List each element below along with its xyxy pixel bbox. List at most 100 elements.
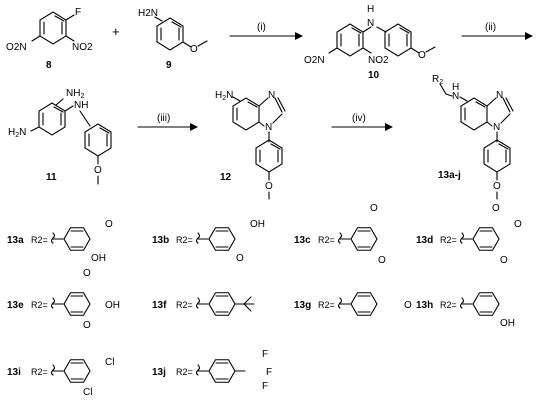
n-top-12: N — [268, 90, 275, 101]
substituent-group: O — [105, 219, 113, 230]
substituent-group: O — [500, 255, 508, 266]
substituent-code: 13c — [294, 235, 311, 246]
substituent-code: 13a — [7, 235, 24, 246]
compound-13-structure: R2 N H N N O — [432, 74, 514, 200]
benzene-ring — [208, 227, 236, 251]
reagent-iii: (iii) — [157, 113, 170, 124]
substituent-group: O — [404, 300, 412, 311]
n-ring-12: N — [265, 122, 272, 133]
h-amine-13: H — [452, 82, 459, 93]
reagent-i: (i) — [257, 22, 266, 33]
substituent-group: OH — [105, 300, 120, 311]
methoxy-o: O — [190, 44, 198, 55]
nh-n-label: N — [367, 18, 374, 29]
fluoro-label: F — [75, 7, 81, 18]
wavy-bond — [50, 232, 56, 244]
benzene-ring — [208, 292, 236, 316]
n-amine-13: N — [452, 91, 459, 102]
substituent-13b: 13b R2= OH O — [152, 219, 265, 264]
r2-equals: R2= — [318, 235, 335, 245]
methoxy-o-10: O — [418, 50, 426, 61]
substituent-group: O — [378, 255, 386, 266]
methoxy-o-11: O — [94, 165, 102, 176]
benzene-ring — [350, 227, 378, 251]
substituent-code: 13j — [152, 367, 166, 378]
compound-11-structure: NH2 H2N NH O — [8, 88, 112, 185]
substituent-group: OH — [250, 219, 265, 230]
r2-equals: R2= — [440, 235, 457, 245]
nh-label: NH — [74, 100, 88, 111]
h2n-12-label: H2N — [215, 90, 233, 102]
substituent-group: O — [83, 268, 91, 279]
substituent-group: O — [236, 253, 244, 264]
h2n-left-label: H2N — [8, 127, 26, 139]
r2-equals: R2= — [318, 300, 335, 310]
substituent-group: OH — [500, 318, 515, 329]
wavy-bond — [50, 297, 56, 309]
compound-9-structure: H2N O — [138, 8, 208, 55]
benzene-ring — [63, 359, 91, 383]
compound-11-label: 11 — [46, 172, 57, 183]
substituent-13f: 13f R2= — [152, 292, 255, 316]
compound-13-label: 13a-j — [438, 170, 461, 181]
n-ring-13: N — [493, 122, 500, 133]
substituent-code: 13e — [7, 300, 24, 311]
r2-equals: R2= — [176, 367, 193, 377]
compound-9-label: 9 — [166, 60, 172, 71]
nitro-right-10: NO2 — [368, 55, 389, 66]
wavy-bond — [337, 297, 343, 309]
compound-8-structure: F NO2 O2N — [6, 7, 93, 53]
nitro-left-label: O2N — [6, 42, 27, 53]
substituent-group: OH — [91, 253, 106, 264]
r2-label: R2 — [432, 74, 443, 86]
benzene-ring — [472, 292, 500, 316]
r2-equals: R2= — [31, 367, 48, 377]
reagent-iv: (iv) — [352, 113, 366, 124]
benzene-ring — [63, 292, 91, 316]
wavy-bond — [195, 297, 201, 309]
benzene-ring — [63, 227, 91, 251]
substituent-group: F — [262, 349, 268, 360]
r2-equals: R2= — [176, 235, 193, 245]
wavy-bond — [459, 232, 465, 244]
compound-8-label: 8 — [46, 60, 52, 71]
amine-label: H2N — [138, 8, 158, 19]
n-top-13: N — [496, 90, 503, 101]
wavy-bond — [50, 364, 56, 376]
nitro-right-label: NO2 — [72, 42, 93, 53]
reagent-ii: (ii) — [485, 22, 496, 33]
nh2-top-label: NH2 — [66, 88, 84, 100]
compound-10-label: 10 — [368, 70, 380, 81]
r2-equals: R2= — [176, 300, 193, 310]
substituent-code: 13b — [152, 235, 169, 246]
substituent-group: F — [266, 367, 272, 378]
nitro-left-10: O2N — [304, 55, 325, 66]
r2-equals: R2= — [31, 235, 48, 245]
compound-10-structure: H N O NO2 O2N — [304, 4, 436, 66]
substituent-code: 13f — [152, 300, 167, 311]
nh-h-label: H — [367, 4, 374, 15]
compound-12-structure: H2N N N O — [215, 90, 286, 200]
r2-equals: R2= — [440, 300, 457, 310]
substituent-code: 13i — [7, 367, 21, 378]
substituent-group: Cl — [83, 387, 92, 398]
substituent-code: 13d — [416, 235, 433, 246]
plus-sign: + — [112, 24, 120, 39]
wavy-bond — [459, 297, 465, 309]
substituent-code: 13h — [416, 300, 433, 311]
benzene-ring — [472, 227, 500, 251]
benzene-ring — [350, 292, 378, 316]
substituent-group: F — [262, 381, 268, 392]
methoxy-o-12: O — [265, 181, 273, 192]
wavy-bond — [337, 232, 343, 244]
substituent-group: O — [514, 219, 522, 230]
wavy-bond — [195, 232, 201, 244]
compound-12-label: 12 — [220, 172, 232, 183]
